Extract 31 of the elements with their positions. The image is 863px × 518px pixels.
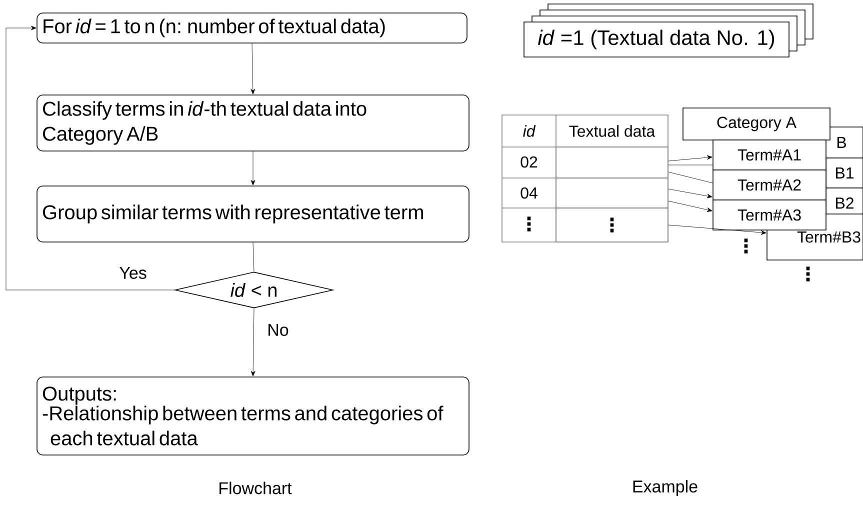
node-label: B2 <box>836 197 854 209</box>
arrow <box>250 43 256 94</box>
edge-label: No <box>266 323 290 337</box>
process-box: Classify terms in id-th textual data into Category A/B <box>36 94 470 152</box>
caption: Example <box>633 480 698 496</box>
process-box: Outputs: -Relationship between terms and categories of each textual data <box>36 376 470 456</box>
arrow <box>668 200 712 212</box>
term-box: Category A <box>682 108 830 140</box>
node-label: Term#B3 <box>797 231 860 243</box>
table-cell: ⋮ <box>527 216 531 232</box>
table-cell: 02 <box>520 156 538 168</box>
caption: Flowchart <box>220 482 292 494</box>
table-header: Textual data <box>569 125 656 137</box>
stacked-cards: id =1 (Textual data No. 1) <box>524 4 814 58</box>
arrow <box>250 308 256 376</box>
table-cell <box>556 146 668 178</box>
ellipsis-dots: ⋮ <box>806 266 810 282</box>
arrow <box>6 26 175 290</box>
process-box: For id = 1 to n (n: number of textual data) <box>36 12 468 44</box>
table-header: id <box>523 125 536 137</box>
edge-label: Yes <box>118 266 148 280</box>
term-box: B1 <box>826 158 863 188</box>
arrow <box>668 155 712 162</box>
arrow <box>668 188 712 198</box>
table-cell: ⋮ <box>556 208 668 242</box>
table-cell <box>556 178 668 208</box>
arrow <box>668 224 766 235</box>
table-cell: 04 <box>520 187 538 199</box>
arrow <box>250 151 256 186</box>
ellipsis-dots: ⋮ <box>744 238 748 254</box>
process-box: Group similar terms with representative term <box>36 186 470 242</box>
